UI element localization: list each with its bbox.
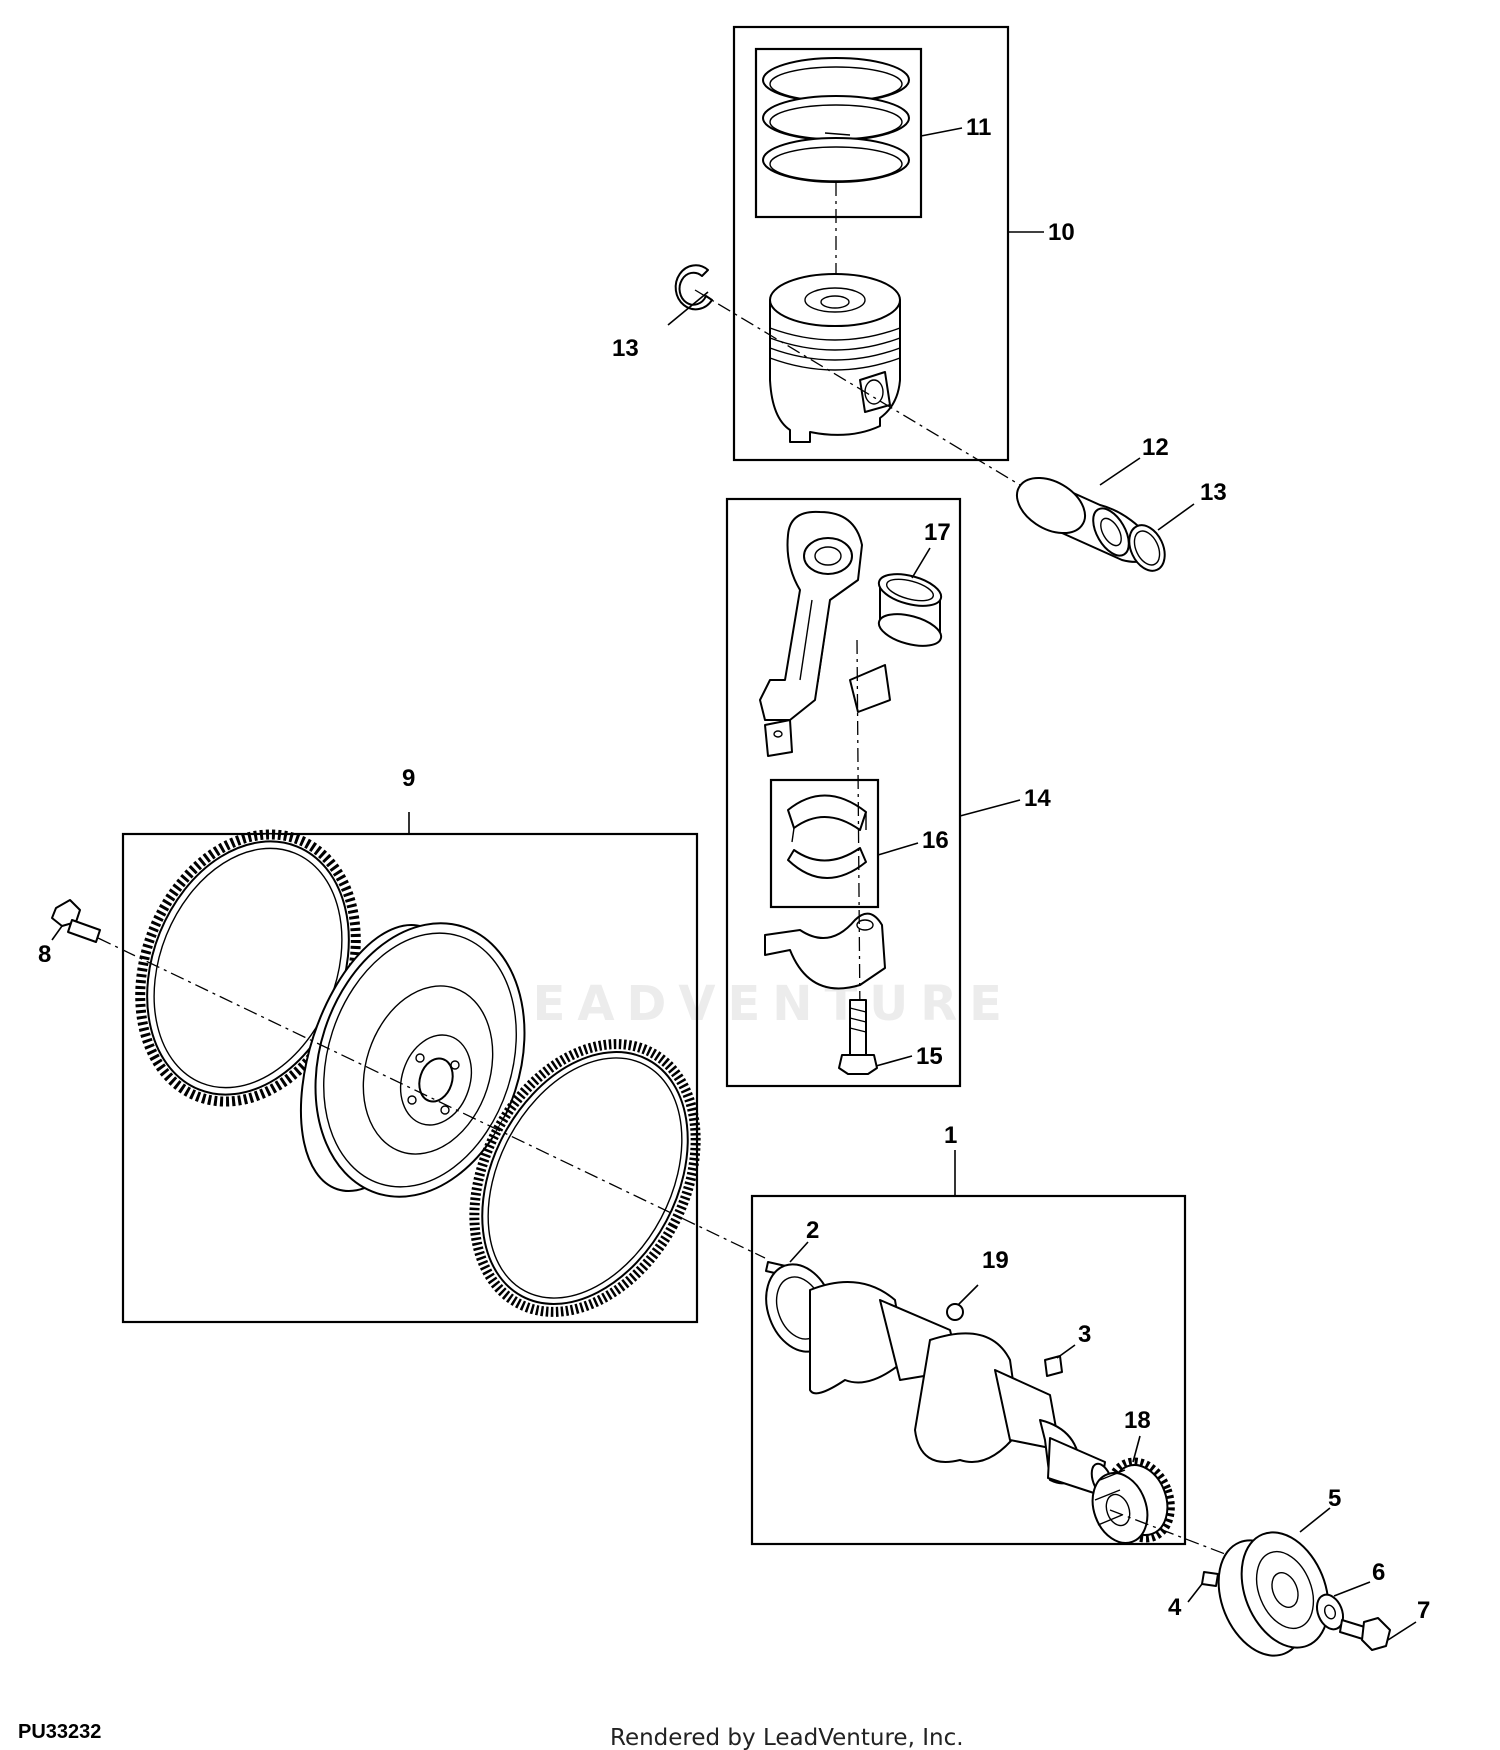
callout-5[interactable]: 5 [1328, 1485, 1341, 1512]
callout-15[interactable]: 15 [916, 1043, 943, 1070]
callout-12[interactable]: 12 [1142, 434, 1169, 461]
callout-1[interactable]: 1 [944, 1122, 957, 1149]
figure-id: PU33232 [18, 1721, 101, 1743]
callout-14[interactable]: 14 [1024, 785, 1051, 812]
piston[interactable] [769, 273, 901, 443]
piston-rings[interactable] [762, 57, 910, 183]
woodruff-key[interactable] [1044, 1355, 1063, 1377]
callout-3[interactable]: 3 [1078, 1321, 1091, 1348]
flywheel-box [121, 832, 699, 1324]
callout-13-right[interactable]: 13 [1200, 479, 1227, 506]
connecting-rod-box [725, 497, 962, 1088]
callout-4[interactable]: 4 [1168, 1594, 1182, 1621]
render-credit: Rendered by LeadVenture, Inc. [610, 1725, 964, 1750]
pulley-washer[interactable] [1312, 1591, 1348, 1633]
piston-kit-box [732, 25, 1010, 462]
crankshaft-gear[interactable] [1083, 1452, 1182, 1551]
right-ring-gear[interactable] [430, 1006, 740, 1351]
crankshaft-pulley[interactable] [1202, 1519, 1344, 1668]
piston-ring-box [754, 47, 923, 219]
callout-2[interactable]: 2 [806, 1217, 819, 1244]
bearing-box [769, 778, 880, 909]
callout-18[interactable]: 18 [1124, 1407, 1151, 1434]
pulley-key[interactable] [1201, 1571, 1219, 1587]
callout-17[interactable]: 17 [924, 519, 951, 546]
callout-9[interactable]: 9 [402, 765, 415, 792]
connecting-rod[interactable] [759, 510, 891, 757]
connecting-rod-cap[interactable] [764, 912, 886, 990]
watermark-text: LEADVENTURE [490, 976, 1014, 1032]
rod-bolt[interactable] [838, 999, 878, 1075]
callout-13-left[interactable]: 13 [612, 335, 639, 362]
callout-11[interactable]: 11 [966, 114, 991, 141]
leader-lines [51, 127, 1417, 1641]
crankshaft-plug[interactable] [946, 1303, 964, 1321]
pulley-bolt[interactable] [1339, 1617, 1391, 1651]
callout-16[interactable]: 16 [922, 827, 949, 854]
callout-7[interactable]: 7 [1417, 1597, 1430, 1624]
callout-8[interactable]: 8 [38, 941, 51, 968]
crankshaft[interactable] [755, 1255, 1117, 1499]
flywheel[interactable] [271, 896, 559, 1224]
retaining-ring-right[interactable] [1122, 519, 1171, 576]
flywheel-bolt[interactable] [51, 899, 101, 943]
pin-bushing[interactable] [875, 568, 944, 652]
crankshaft-box [750, 1194, 1187, 1546]
callout-10[interactable]: 10 [1048, 219, 1075, 246]
callout-6[interactable]: 6 [1372, 1559, 1385, 1586]
callout-19[interactable]: 19 [982, 1247, 1009, 1274]
rod-bearing-shells[interactable] [787, 794, 867, 879]
piston-pin[interactable] [1016, 476, 1153, 563]
